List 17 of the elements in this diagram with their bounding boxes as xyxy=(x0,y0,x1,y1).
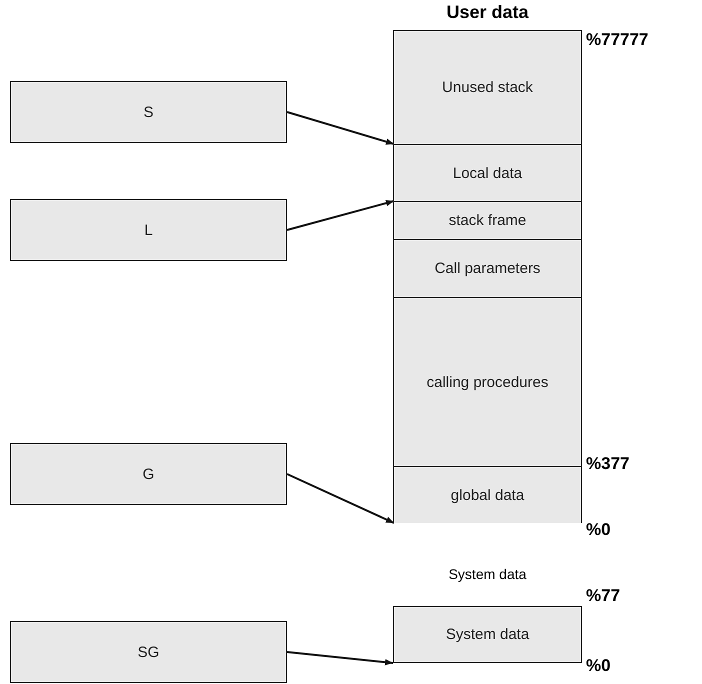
register-box: G xyxy=(10,443,287,505)
register-box: L xyxy=(10,199,287,261)
arrow xyxy=(286,200,394,231)
memory-segment: System data xyxy=(393,606,582,663)
section-heading: System data xyxy=(448,566,526,582)
register-box: S xyxy=(10,81,287,143)
address-label: %0 xyxy=(586,520,611,540)
memory-segment: global data xyxy=(394,466,581,523)
arrow xyxy=(286,473,394,524)
address-label: %77 xyxy=(586,586,620,606)
register-box: SG xyxy=(10,621,287,683)
address-label: %77777 xyxy=(586,30,648,50)
column-heading: User data xyxy=(446,2,529,23)
address-label: %377 xyxy=(586,454,630,474)
arrow xyxy=(286,111,394,145)
address-label: %0 xyxy=(586,656,611,676)
arrow xyxy=(286,651,394,666)
